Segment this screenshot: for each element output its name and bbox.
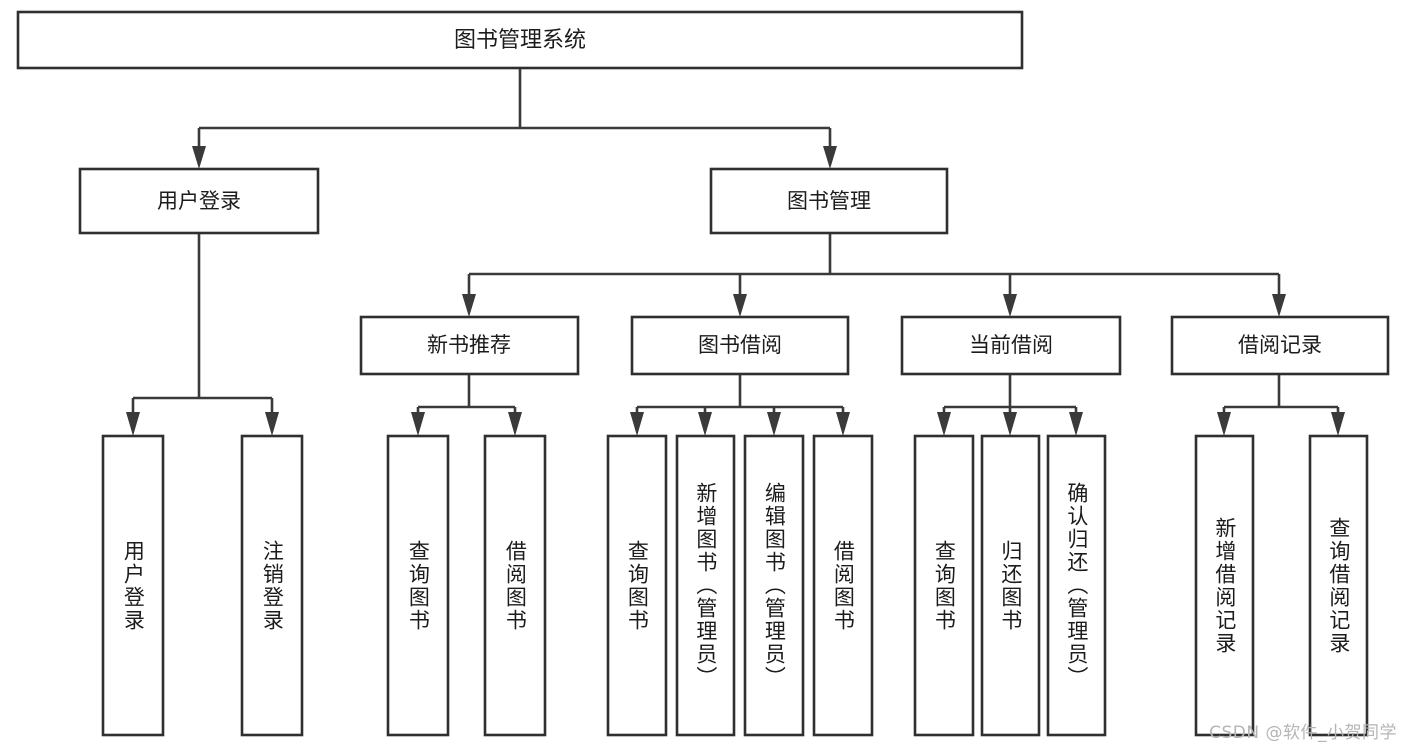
node-new-book-recommend[interactable]: 新书推荐 xyxy=(359,315,580,376)
node-book-management-label: 图书管理 xyxy=(787,189,871,213)
node-book-management[interactable]: 图书管理 xyxy=(709,167,949,235)
leaf-box-user-login-1[interactable] xyxy=(240,434,304,737)
leaf-box-group-new-book-recommend xyxy=(386,434,547,737)
leaf-box-book-borrow-0[interactable] xyxy=(606,434,668,737)
node-book-borrow-label: 图书借阅 xyxy=(698,333,782,357)
node-book-borrow[interactable]: 图书借阅 xyxy=(630,315,850,376)
watermark-text: CSDN @软件_小贺同学 xyxy=(1209,723,1397,743)
leaf-box-current-borrow-2[interactable] xyxy=(1046,434,1107,737)
leaf-box-current-borrow-0[interactable] xyxy=(913,434,975,737)
leaf-box-group-current-borrow xyxy=(913,434,1107,737)
leaf-box-borrow-record-1[interactable] xyxy=(1308,434,1369,737)
connector-group-booklmgmt-to-level3 xyxy=(462,233,1286,317)
connector-group-currentborrow-leaves xyxy=(937,374,1083,436)
leaf-box-group-borrow-record xyxy=(1194,434,1369,737)
leaf-box-book-borrow-1[interactable] xyxy=(675,434,736,737)
node-user-login[interactable]: 用户登录 xyxy=(78,167,320,235)
node-user-login-label: 用户登录 xyxy=(157,189,241,213)
node-current-borrow[interactable]: 当前借阅 xyxy=(900,315,1122,376)
leaf-box-group-book-borrow xyxy=(606,434,874,737)
leaf-box-current-borrow-1[interactable] xyxy=(980,434,1041,737)
leaf-box-book-borrow-2[interactable] xyxy=(743,434,805,737)
leaf-box-user-login-0[interactable] xyxy=(101,434,165,737)
leaf-box-new-book-0[interactable] xyxy=(386,434,450,737)
leaf-box-book-borrow-3[interactable] xyxy=(812,434,874,737)
node-root[interactable]: 图书管理系统 xyxy=(16,10,1024,70)
connector-group-root-to-level2 xyxy=(192,68,837,169)
leaf-box-new-book-1[interactable] xyxy=(483,434,547,737)
connector-group-userlogin-leaves xyxy=(126,233,279,436)
connector-group-bookborrow-leaves xyxy=(630,374,850,436)
node-root-label: 图书管理系统 xyxy=(454,28,586,53)
node-current-borrow-label: 当前借阅 xyxy=(969,333,1053,357)
connector-group-borrowrecord-leaves xyxy=(1217,374,1345,436)
leaf-box-borrow-record-0[interactable] xyxy=(1194,434,1255,737)
node-borrow-record-label: 借阅记录 xyxy=(1238,333,1322,357)
connector-group-newbook-leaves xyxy=(411,374,522,436)
node-borrow-record[interactable]: 借阅记录 xyxy=(1170,315,1390,376)
node-new-book-recommend-label: 新书推荐 xyxy=(427,333,511,357)
leaf-box-group-user-login xyxy=(101,434,304,737)
